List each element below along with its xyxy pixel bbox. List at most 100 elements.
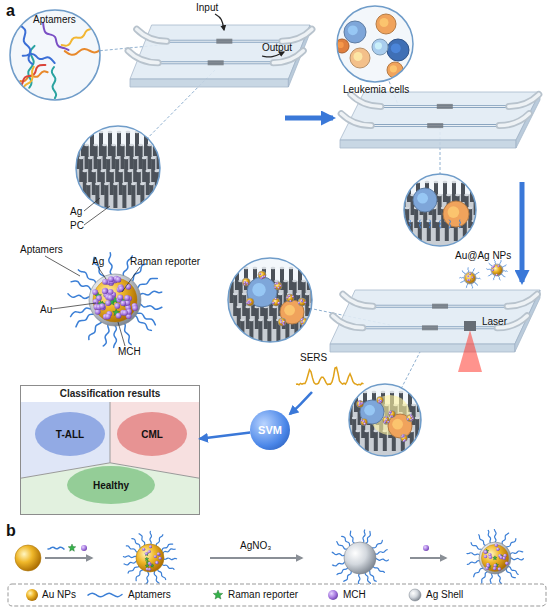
pc-pillar (151, 158, 155, 182)
legend-sample (409, 589, 421, 601)
ag-cap (97, 157, 102, 160)
part-label: Ag (70, 206, 82, 217)
mch-molecule (107, 295, 113, 301)
silver-shell (298, 298, 306, 306)
mch-molecule (385, 419, 387, 421)
leukemia-cell (387, 39, 409, 61)
mch-molecule (148, 562, 151, 565)
ag-cap (240, 319, 245, 322)
mch-molecule (495, 544, 499, 548)
chip-front (130, 79, 288, 87)
mch-molecule (102, 279, 108, 285)
aptamer-strand (62, 29, 90, 45)
mch-molecule (467, 279, 469, 281)
aptamer-strand (156, 535, 163, 548)
mch-molecule (301, 319, 303, 321)
mch-molecule (261, 276, 263, 278)
gold-core (377, 397, 383, 403)
ag-cap (91, 170, 96, 173)
pc-pillar (108, 132, 112, 156)
pc-pillar (438, 195, 442, 215)
gold-core (465, 273, 475, 283)
pc-pillar (428, 431, 432, 451)
pc-pillar (133, 158, 137, 182)
tube (333, 316, 363, 328)
pc-pillar (148, 145, 152, 169)
ag-cap (307, 267, 312, 270)
aptamer-strand (162, 549, 175, 554)
microfluidic-chip (128, 25, 312, 87)
pc-pillar (135, 132, 139, 156)
mch-molecule (496, 547, 500, 551)
silver-shell (246, 298, 254, 306)
part-label: SERS (300, 352, 327, 363)
mch-molecule (288, 295, 290, 297)
mch-molecule (282, 322, 284, 324)
aptamer-strand (419, 220, 421, 228)
microfluidic-chip (340, 92, 540, 148)
mch-molecule (277, 302, 279, 304)
pc-pillar (119, 171, 123, 195)
pc-pillar (110, 171, 114, 195)
ag-cap (140, 183, 145, 186)
ag-cap (153, 131, 158, 134)
pc-pillar (267, 320, 271, 342)
plane-floor (21, 463, 199, 514)
pc-pillar (72, 132, 76, 156)
pc-pillar (92, 171, 96, 195)
ag-cap (84, 144, 89, 147)
mch-molecule (262, 276, 264, 278)
ag-cap (310, 280, 315, 283)
legend-sample (328, 590, 338, 600)
aptamer-strand (365, 571, 370, 584)
ag-cap (321, 319, 326, 322)
aptamer-strand (136, 278, 157, 290)
mch-molecule (280, 319, 282, 321)
ag-cap (86, 183, 91, 186)
ag-cap (129, 144, 134, 147)
classification-panel: Classification resultsT-ALLCMLHealthy (20, 385, 200, 515)
mch-molecule (301, 299, 303, 301)
raman-reporter-symbol (485, 549, 489, 553)
leukemia-zoom (335, 6, 413, 82)
mch-molecule (277, 287, 279, 289)
pc-pillar (432, 208, 436, 228)
ag-cap (160, 157, 165, 160)
ag-cap (253, 267, 258, 270)
gold-core (401, 435, 407, 441)
aptamer-strand (109, 253, 114, 277)
ag-cap (415, 417, 420, 420)
mch-molecule (389, 411, 391, 413)
zoom-content (325, 391, 466, 496)
silver-shell (389, 411, 396, 418)
ag-cap (126, 131, 131, 134)
aptamer-strand (371, 540, 382, 548)
raman-reporter-symbol (145, 557, 149, 561)
legend-label: Au NPs (42, 589, 76, 600)
silver-shell (491, 264, 503, 276)
mch-molecule (471, 276, 473, 278)
aptamer-strand (158, 568, 166, 580)
aptamer-strand (89, 319, 102, 339)
ag-cap (464, 194, 469, 197)
mch-molecule (105, 314, 111, 320)
raman-reporter-symbol (68, 544, 76, 551)
pc-pillar (443, 182, 447, 202)
ag-cap (446, 194, 451, 197)
sensing-area (437, 104, 453, 109)
mch-molecule (359, 402, 361, 404)
mch-molecule (298, 302, 300, 304)
ag-cap (372, 391, 377, 394)
leukemia-cell (443, 201, 469, 227)
part-label: MCH (118, 346, 141, 357)
pc-pillar (106, 158, 110, 182)
part-label: Raman reporter (130, 256, 200, 267)
tube-highlight (351, 94, 381, 106)
silver-shell (383, 417, 390, 424)
gold-core (93, 278, 137, 322)
cell-nucleus (392, 419, 403, 430)
mch-molecule (114, 303, 120, 309)
aptamer-strand (502, 533, 509, 546)
ag-cap (88, 157, 93, 160)
ag-cap (455, 194, 460, 197)
